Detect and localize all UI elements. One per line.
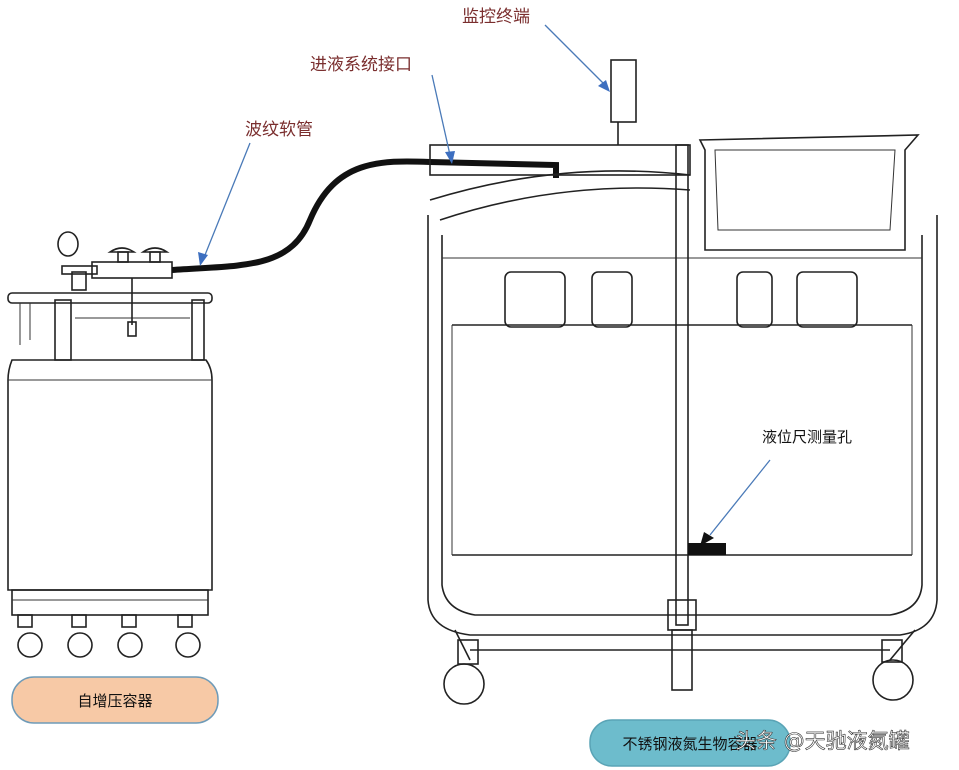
self-pressurizing-vessel [7, 231, 213, 658]
badge-self-pressurizing-vessel [11, 676, 219, 724]
label-corrugated-hose: 波纹软管 [245, 120, 313, 140]
stainless-container [427, 59, 938, 705]
arrowhead-icon [700, 532, 714, 546]
arrowhead-icon [198, 252, 208, 266]
badge-text: 自增压容器 [77, 692, 152, 710]
watermark: 头条 @天驰液氮罐 [735, 729, 910, 753]
arrow [709, 459, 771, 536]
arrowhead-icon [445, 151, 455, 164]
badge-stainless-container [589, 719, 791, 767]
badge-text: 不锈钢液氮生物容器 [622, 735, 757, 753]
label-monitor-terminal: 监控终端 [462, 7, 530, 27]
arrow [204, 142, 251, 256]
label-inlet-interface: 进液系统接口 [310, 55, 412, 75]
corrugated-hose [171, 158, 559, 273]
arrowhead-icon [598, 80, 610, 92]
arrow [544, 24, 606, 86]
label-level-gauge-hole: 液位尺测量孔 [762, 428, 852, 446]
arrow [431, 74, 451, 156]
